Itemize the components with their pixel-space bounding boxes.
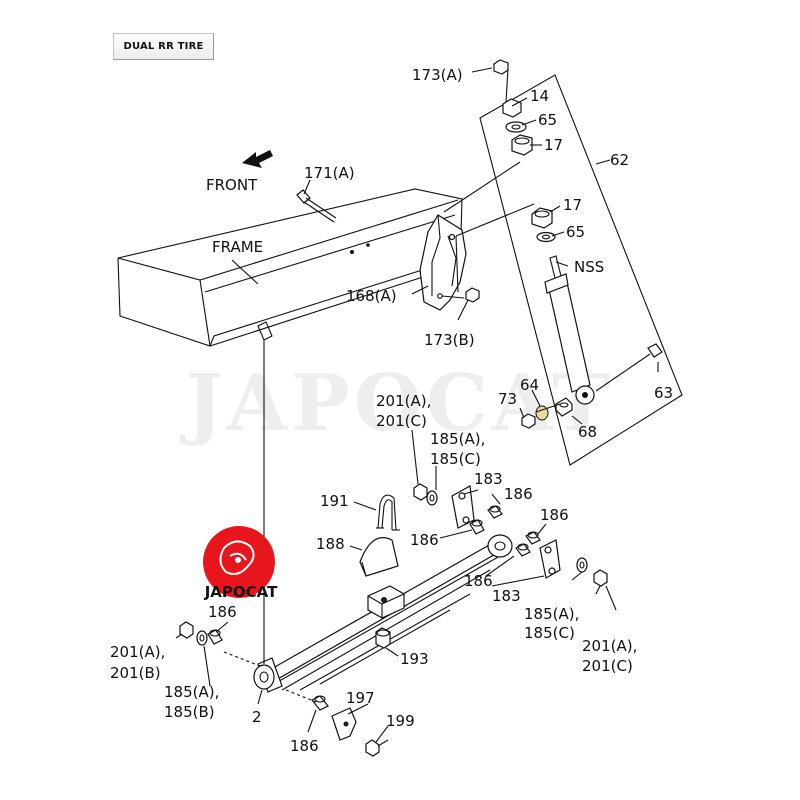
- washer-65-mid: [536, 231, 556, 243]
- bushing-186-c: [525, 531, 541, 545]
- label-185ab-1: 185(A),: [164, 683, 219, 701]
- nut-201-right: [593, 569, 608, 587]
- part-labels: 173(A) 14 65 17 62 171(A) FRONT FRAME 17…: [110, 66, 673, 755]
- leader-lines: [175, 67, 659, 743]
- bushing-186-a: [487, 505, 503, 519]
- label-173b: 173(B): [424, 331, 475, 349]
- nut-173a-top: [493, 59, 509, 75]
- washer-185-top: [426, 490, 438, 506]
- shackle-183-lower: [539, 539, 561, 579]
- bushing-186-d: [515, 543, 531, 557]
- label-nss: NSS: [574, 258, 604, 276]
- label-65-mid: 65: [566, 223, 585, 241]
- label-64: 64: [520, 376, 539, 394]
- label-186-top: 186: [504, 485, 533, 503]
- label-193: 193: [400, 650, 429, 668]
- bolt-63: [595, 343, 663, 392]
- u-bolt-191: [376, 494, 400, 531]
- label-173a-top: 173(A): [412, 66, 463, 84]
- label-199: 199: [386, 712, 415, 730]
- label-201ac-1: 201(A),: [376, 392, 431, 410]
- bushing-193: [375, 627, 391, 649]
- label-185ac-1: 185(A),: [430, 430, 485, 448]
- label-186-lower: 186: [464, 572, 493, 590]
- bushing-186-bottom: [311, 695, 329, 711]
- nut-173b: [465, 287, 480, 303]
- washer-65-top: [505, 121, 527, 133]
- label-185ac-r1: 185(A),: [524, 605, 579, 623]
- label-frame: FRAME: [212, 238, 263, 256]
- label-2: 2: [252, 708, 262, 726]
- label-183-top: 183: [474, 470, 503, 488]
- frame-rail: [117, 188, 463, 347]
- label-197: 197: [346, 689, 375, 707]
- bracket-197: [331, 707, 357, 741]
- nut-73: [521, 413, 536, 429]
- svg-text:JAPOCAT: JAPOCAT: [204, 583, 278, 601]
- label-63: 63: [654, 384, 673, 402]
- label-185ab-2: 185(B): [164, 703, 215, 721]
- label-171a: 171(A): [304, 164, 355, 182]
- bushing-17-mid: [531, 207, 553, 229]
- label-68: 68: [578, 423, 597, 441]
- shock-absorber-group-box: [479, 74, 683, 466]
- label-186-left: 186: [208, 603, 237, 621]
- label-17-top: 17: [544, 136, 563, 154]
- label-201ac-r1: 201(A),: [582, 637, 637, 655]
- label-186-right: 186: [540, 506, 569, 524]
- bracket-168a: [419, 214, 467, 311]
- dual-rr-tire-tab[interactable]: DUAL RR TIRE: [113, 33, 214, 60]
- japocat-logo: JAPOCAT: [203, 526, 278, 601]
- label-201ab-1: 201(A),: [110, 643, 165, 661]
- label-front: FRONT: [206, 176, 258, 194]
- shock-absorber-nss: [544, 255, 595, 405]
- spring-seat-block: [367, 585, 405, 619]
- front-arrow-icon: [242, 150, 273, 168]
- label-185ac-r2: 185(C): [524, 624, 575, 642]
- label-201ac-r2: 201(C): [582, 657, 633, 675]
- label-183-lower: 183: [492, 587, 521, 605]
- bushing-186-b: [469, 519, 485, 535]
- bushing-68: [555, 397, 573, 417]
- label-17-mid: 17: [563, 196, 582, 214]
- label-186-mid: 186: [410, 531, 439, 549]
- label-185ac-2: 185(C): [430, 450, 481, 468]
- label-65-top: 65: [538, 111, 557, 129]
- label-14: 14: [530, 87, 549, 105]
- bushing-186-left: [207, 629, 223, 645]
- nut-201-left: [179, 621, 194, 639]
- label-168a: 168(A): [346, 287, 397, 305]
- washer-185-right: [576, 557, 588, 573]
- bushing-17-top: [511, 134, 533, 156]
- label-73: 73: [498, 390, 517, 408]
- label-186-bottom: 186: [290, 737, 319, 755]
- label-62: 62: [610, 151, 629, 169]
- label-191: 191: [320, 492, 349, 510]
- bolt-171a: [296, 189, 337, 223]
- washer-185-left: [196, 630, 208, 646]
- label-201ac-2: 201(C): [376, 412, 427, 430]
- label-188: 188: [316, 535, 345, 553]
- bolt-199: [365, 739, 389, 757]
- nut-201-top: [413, 483, 428, 501]
- label-201ab-2: 201(B): [110, 664, 161, 682]
- spring-pad-188: [359, 537, 399, 577]
